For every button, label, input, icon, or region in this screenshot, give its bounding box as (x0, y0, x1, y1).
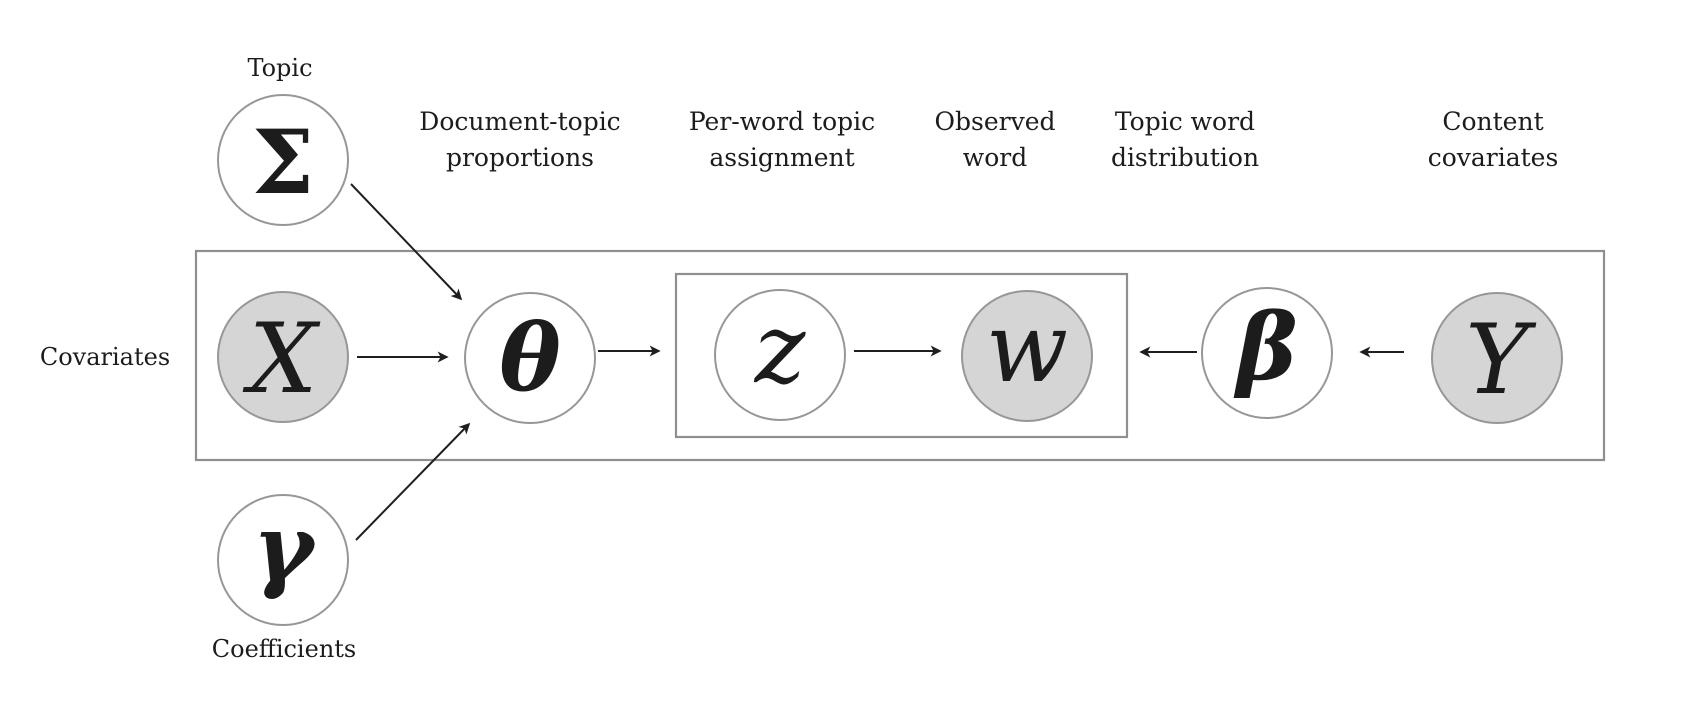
node-sigma: Σ (217, 94, 349, 226)
node-circle-z (714, 289, 846, 421)
node-z: z (714, 289, 846, 421)
label-topic-line-1: Topic (247, 54, 312, 82)
label-covariates: Covariates (40, 343, 170, 371)
label-topic-word-distribution: Topic word distribution (1111, 107, 1259, 172)
label-topic: Topic (247, 54, 312, 82)
node-circle-sigma (217, 94, 349, 226)
arrow-sigma-to-theta (350, 183, 463, 301)
node-symbol-theta: θ (499, 304, 560, 412)
node-circle-X (217, 291, 349, 423)
node-symbol-sigma: Σ (252, 110, 314, 214)
node-Y: Y (1431, 292, 1563, 424)
arrow-gamma-to-theta (355, 422, 471, 541)
node-circle-gamma (217, 494, 349, 626)
label-content-covariates: Content covariates (1428, 107, 1559, 172)
node-symbol-z: z (754, 293, 807, 405)
node-circle-Y (1431, 292, 1563, 424)
label-document-topic-proportions-line-1: Document-topic (419, 107, 620, 136)
label-observed-word-line-2: word (963, 143, 1027, 172)
label-topic-word-distribution-line-2: distribution (1111, 143, 1259, 172)
label-content-covariates-line-2: covariates (1428, 143, 1559, 172)
label-per-word-topic-assignment: Per-word topic assignment (689, 107, 875, 172)
label-document-topic-proportions: Document-topic proportions (419, 107, 620, 172)
node-symbol-beta: β (1233, 293, 1297, 401)
label-content-covariates-line-1: Content (1442, 107, 1543, 136)
node-w: w (961, 290, 1093, 422)
label-coefficients-line-1: Coefficients (212, 635, 356, 663)
label-topic-word-distribution-line-1: Topic word (1115, 107, 1255, 136)
word-plate (674, 272, 1129, 439)
node-symbol-Y: Y (1465, 304, 1537, 416)
label-per-word-topic-assignment-line-1: Per-word topic (689, 107, 875, 136)
node-X: X (217, 291, 349, 423)
label-observed-word: Observed word (935, 107, 1056, 172)
node-circle-theta (464, 292, 596, 424)
label-document-topic-proportions-line-2: proportions (446, 143, 594, 172)
document-plate (194, 249, 1606, 462)
node-symbol-X: X (242, 303, 321, 415)
node-beta: β (1201, 287, 1333, 419)
node-circle-beta (1201, 287, 1333, 419)
label-coefficients: Coefficients (212, 635, 356, 663)
label-covariates-line-1: Covariates (40, 343, 170, 371)
label-per-word-topic-assignment-line-2: assignment (709, 143, 854, 172)
label-observed-word-line-1: Observed (935, 107, 1056, 136)
node-symbol-gamma: γ (253, 494, 318, 602)
node-theta: θ (464, 292, 596, 424)
node-symbol-w: w (986, 292, 1068, 404)
node-circle-w (961, 290, 1093, 422)
node-gamma: γ (217, 494, 349, 626)
